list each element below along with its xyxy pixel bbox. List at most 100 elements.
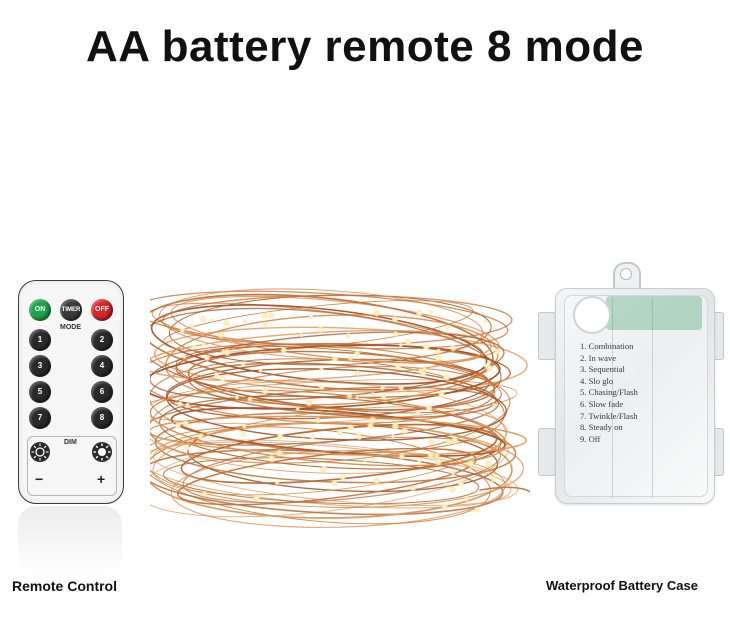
wire-loop xyxy=(177,447,477,506)
led-bulb xyxy=(473,506,481,513)
dim-panel xyxy=(27,436,117,496)
case-circuit-board xyxy=(606,296,702,330)
led-bulb xyxy=(304,398,314,407)
mode-item: 9. Off xyxy=(580,433,601,444)
case-side-clip-left-top xyxy=(538,312,556,360)
led-bulb xyxy=(260,311,269,320)
led-bulb xyxy=(318,367,325,373)
on-button: ON xyxy=(29,299,51,321)
led-bulb xyxy=(427,438,436,446)
wire-loop xyxy=(150,293,494,391)
led-bulb xyxy=(216,330,226,340)
led-bulb xyxy=(398,342,404,348)
mode-item: 8. Steady on xyxy=(580,422,623,433)
led-bulb xyxy=(392,330,400,338)
led-bulb xyxy=(213,371,220,378)
wire-loop xyxy=(188,362,497,419)
led-bulb xyxy=(416,458,422,464)
led-bulb xyxy=(401,426,409,435)
case-side-clip-left-bottom xyxy=(538,428,556,476)
lead-wire xyxy=(479,486,530,493)
led-bulb xyxy=(482,318,488,324)
led-bulb xyxy=(262,321,269,328)
led-bulb xyxy=(173,421,182,430)
off-button: OFF xyxy=(91,299,113,321)
led-bulb xyxy=(347,354,354,362)
mode-button-3: 3 xyxy=(29,355,51,377)
led-bulb xyxy=(346,393,353,400)
wire-loop xyxy=(152,439,519,506)
led-bulb xyxy=(274,480,280,486)
mode-button-1: 1 xyxy=(29,329,51,351)
led-bulb xyxy=(435,348,442,355)
led-bulb xyxy=(240,430,248,438)
led-bulb xyxy=(318,383,325,391)
led-bulb xyxy=(267,312,275,320)
wire-loop xyxy=(150,307,502,411)
mode-item: 6. Slow fade xyxy=(580,398,624,409)
wire-loop xyxy=(150,329,492,382)
led-bulb xyxy=(362,457,368,463)
timer-button: TIMER xyxy=(60,299,82,321)
led-bulb xyxy=(370,391,376,398)
led-bulb xyxy=(353,350,361,358)
led-bulb xyxy=(314,416,322,424)
led-bulb xyxy=(397,384,405,391)
led-bulb xyxy=(191,343,197,349)
led-bulb xyxy=(485,363,494,373)
mode-item: 1. Combination xyxy=(580,341,634,351)
led-bulb xyxy=(179,327,186,334)
mode-list: 1. Combination 2. In wave 3. Sequential … xyxy=(580,341,638,445)
led-bulb xyxy=(181,419,190,428)
led-bulb xyxy=(415,309,424,317)
minus-symbol: − xyxy=(35,471,44,487)
led-bulb xyxy=(331,355,339,363)
led-bulb xyxy=(261,387,269,395)
battery-case-caption: Waterproof Battery Case xyxy=(546,578,698,593)
led-bulb xyxy=(428,309,434,315)
led-bulb xyxy=(320,465,328,473)
mode-button-7: 7 xyxy=(29,407,51,429)
mode-item: 4. Slo glo xyxy=(580,375,614,386)
led-bulb xyxy=(457,480,465,488)
led-bulb xyxy=(373,309,381,317)
led-bulb xyxy=(219,375,227,383)
led-bulb xyxy=(409,484,417,492)
led-bulb xyxy=(390,433,396,439)
wire-loop xyxy=(150,441,512,509)
led-bulb xyxy=(267,454,276,463)
led-bulb xyxy=(275,448,284,458)
case-hook-hole xyxy=(620,268,632,280)
mode-item: 2. In wave xyxy=(580,352,617,363)
led-bulb xyxy=(184,402,191,409)
led-bulb xyxy=(366,421,375,430)
wire-loop xyxy=(165,358,490,420)
led-bulb xyxy=(417,368,425,375)
mode-button-6: 6 xyxy=(91,381,113,403)
dim-down-sun-icon xyxy=(30,442,50,462)
led-bulb xyxy=(441,502,449,510)
led-bulb xyxy=(240,361,246,367)
led-bulb xyxy=(298,332,304,338)
remote-reflection xyxy=(18,506,122,576)
wire-loop xyxy=(187,350,496,411)
led-bulb xyxy=(380,392,387,400)
case-divider xyxy=(652,298,653,498)
led-bulb xyxy=(209,318,214,323)
led-bulb xyxy=(414,410,421,417)
led-bulb xyxy=(434,458,443,467)
led-bulb xyxy=(220,349,226,355)
led-bulb xyxy=(404,338,413,346)
case-power-switch xyxy=(573,296,611,334)
wire-loop xyxy=(170,407,506,458)
led-bulb xyxy=(222,319,231,327)
led-bulb xyxy=(391,315,399,323)
led-bulb xyxy=(203,354,211,362)
led-bulb xyxy=(355,431,361,438)
mode-button-8: 8 xyxy=(91,407,113,429)
led-bulb xyxy=(309,433,316,441)
led-bulb xyxy=(330,479,339,488)
wire-loop xyxy=(163,457,480,505)
led-bulb xyxy=(246,396,253,403)
wire-loop xyxy=(170,450,506,528)
